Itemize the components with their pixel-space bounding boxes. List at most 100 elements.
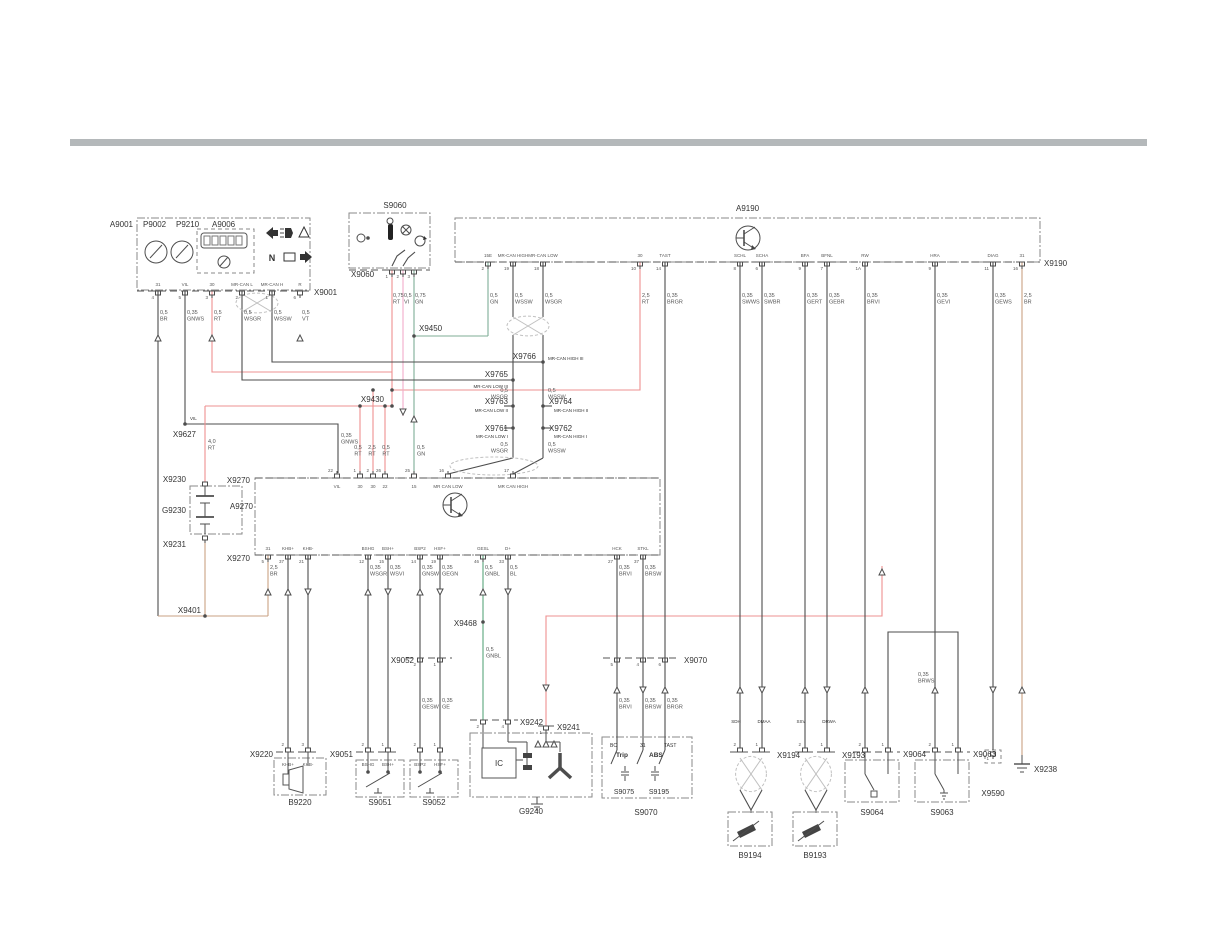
- ar-193: [931, 685, 939, 694]
- pin-x9190-diag-number: 11: [984, 266, 989, 271]
- ar-192: [861, 685, 869, 694]
- horn-driver: [282, 773, 290, 786]
- label-x9270-top: X9270: [227, 476, 251, 485]
- pin-x9230-contact: [202, 481, 208, 487]
- gauge-p9210-needle: [175, 244, 189, 259]
- lcd-gauge: [217, 255, 231, 269]
- wl-386-size: 0,5: [160, 310, 168, 316]
- wl-432-size: 0,35: [667, 698, 678, 704]
- s9075-lever: [610, 749, 618, 765]
- pin-x9190-tast-name: TAST: [659, 253, 670, 258]
- label-s9195: S9195: [649, 789, 669, 796]
- wl-400-size: 0,35: [742, 293, 753, 299]
- pin-x9051-2-contact: [365, 747, 371, 753]
- wl-425-color: BRVI: [619, 572, 632, 578]
- warning-triangle-icon: [298, 225, 310, 238]
- pin-x9270t-30b-name: 30: [370, 484, 376, 489]
- pin-x9270b-hck-name: HCK: [612, 546, 622, 551]
- wl-408-size: 0,5: [500, 388, 508, 394]
- pin-x9270t-vil-contact: [334, 473, 340, 479]
- label-x9430: X9430: [361, 395, 385, 404]
- pin-x9270t-canh-name: MR CAN HIGH: [498, 484, 528, 489]
- pin-x9270t-canh-number: 17: [504, 468, 510, 473]
- pin-x9270b-bshg-name: BSHG: [362, 546, 375, 551]
- dot-254: [366, 770, 370, 774]
- dot-164: [511, 378, 515, 382]
- pin-x9241-1-number: 1: [539, 730, 542, 735]
- pin-x9270t-22-number: 26: [376, 468, 382, 473]
- wl-410-color: WSGR: [491, 449, 508, 455]
- wl-417-color: GN: [417, 452, 425, 458]
- pin-x9060-2-number: 2: [396, 274, 399, 279]
- pin-x9063-2-number: 2: [928, 742, 931, 747]
- switch-arc-1: [391, 249, 406, 267]
- wl-430-size: 0,35: [619, 698, 630, 704]
- net-canlow-2: MR-CAN LOW II: [475, 408, 508, 413]
- pin-x9190-30-number: 10: [631, 266, 637, 271]
- pin-x9190-bfa-name: BFA: [801, 253, 810, 258]
- wl-401-size: 0,35: [764, 293, 775, 299]
- pin-x9231-contact: [202, 535, 208, 541]
- pin-x9001-31-name: 31: [155, 282, 161, 287]
- pin-x9270b-stkl-number: 37: [634, 559, 640, 564]
- pin-x9270b-khbm-name: KHB-: [303, 546, 314, 551]
- wl-433-size: 0,35: [918, 672, 929, 678]
- block-s9060: [348, 212, 431, 269]
- net-canlow-3: MR-CAN LOW III: [474, 384, 509, 389]
- wl-390-size: 0,5: [274, 310, 282, 316]
- label-x9241: X9241: [557, 723, 581, 732]
- rotary-arrow: [423, 236, 427, 240]
- wl-395-color: GN: [490, 300, 498, 306]
- pg-234: [751, 245, 756, 250]
- wl-387-color: GNWS: [187, 317, 204, 323]
- pin-x9220-3-contact: [305, 747, 311, 753]
- pin-x9063-2-contact: [932, 747, 938, 753]
- pin-x9190-canh-name: MR-CAN HIGH: [498, 253, 529, 258]
- pinname-drwa: DRWA: [822, 719, 836, 724]
- pin-x9001-canl-name: MR-CAN L: [231, 282, 253, 287]
- label-s9063: S9063: [930, 808, 954, 817]
- label-x9063: X9063: [973, 750, 997, 759]
- wl-392-color: RT: [393, 300, 401, 306]
- b9194-converge: [739, 789, 763, 812]
- pin-x9001-r-contact: [297, 290, 303, 296]
- block-s9051: [355, 759, 405, 798]
- wl-396-size: 0,5: [515, 293, 523, 299]
- wl-403-size: 0,35: [829, 293, 840, 299]
- pin-x9270t-15-number: 25: [405, 468, 411, 473]
- pin-x9001-vil-number: 5: [178, 295, 181, 300]
- label-x9070: X9070: [684, 656, 708, 665]
- pin-x9270b-gesl-number: 46: [474, 559, 480, 564]
- pin-x9064-1-contact: [885, 747, 891, 753]
- wl-398-size: 2,5: [642, 293, 650, 299]
- top-rule: [70, 139, 1147, 146]
- ar-181: [416, 587, 424, 596]
- wl-413-size: 4,0: [208, 439, 216, 445]
- pin-x9270b-bsp2-number: 14: [411, 559, 417, 564]
- wl-411-size: 0,5: [548, 442, 556, 448]
- gauge-p9002: [144, 240, 168, 264]
- stator-arm-3: [558, 766, 573, 780]
- key-icon: [388, 224, 393, 240]
- label-a9006: A9006: [212, 220, 236, 229]
- wl-417-size: 0,5: [417, 445, 425, 451]
- wl-413-color: RT: [208, 446, 216, 452]
- pin-s9052-2-contact: [417, 747, 423, 753]
- pin-x9190-30-name: 30: [637, 253, 643, 258]
- label-s9075: S9075: [614, 789, 634, 796]
- ar-176: [264, 587, 272, 596]
- dot-157: [412, 334, 416, 338]
- twist-a9190-loop: [506, 315, 550, 337]
- net-vil: VIL: [190, 416, 197, 421]
- wl-414-size: 0,5: [354, 445, 362, 451]
- twist-b9194-loop: [735, 755, 767, 793]
- wl-427-size: 0,5: [486, 647, 494, 653]
- net-canhigh-3: MR-CAN HIGH III: [548, 356, 584, 361]
- twist-b9194-b: [739, 757, 763, 791]
- wl-429-size: 0,35: [442, 698, 453, 704]
- pin-x9001-canh-name: MR-CAN H: [261, 282, 284, 287]
- pin-x9070-4-number: 4: [636, 662, 639, 667]
- pin-x9070-5-number: 5: [610, 662, 613, 667]
- pin-x9190-rw-name: RW: [861, 253, 869, 258]
